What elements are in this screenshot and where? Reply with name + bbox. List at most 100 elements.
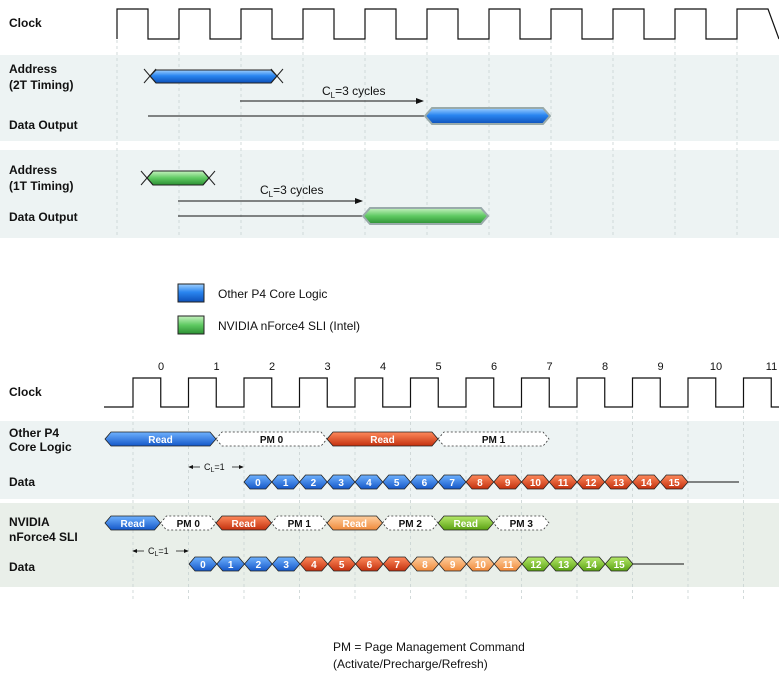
cycle-number: 9	[657, 361, 663, 373]
p4-data-burst: 11	[548, 474, 578, 490]
legend-label-nvidia: NVIDIA nForce4 SLI (Intel)	[218, 319, 360, 333]
p4-data-burst-label: 12	[585, 478, 597, 489]
nvidia-data-burst-label: 6	[367, 560, 373, 571]
nvidia-data-burst-label: 9	[450, 560, 456, 571]
nvidia-data-burst-label: 12	[530, 560, 542, 571]
p4-data-burst: 7	[437, 474, 467, 490]
nvidia-label-line2: nForce4 SLI	[9, 530, 78, 544]
nvidia-data-burst-label: 14	[586, 560, 598, 571]
nvidia-data-burst: 10	[465, 556, 495, 572]
nvidia-read-command-label: Read	[343, 519, 367, 530]
p4-data-burst-label: 11	[558, 478, 569, 489]
p4-latency-bg	[200, 461, 232, 473]
cycle-number: 11	[766, 361, 777, 373]
nvidia-data-burst: 14	[576, 556, 606, 572]
nvidia-data-burst-label: 5	[339, 560, 345, 571]
nvidia-pm-command-label: PM 3	[510, 519, 534, 530]
nvidia-data-burst-label: 4	[311, 560, 317, 571]
nvidia-data-burst-label: 2	[256, 560, 262, 571]
p4-data-burst: 10	[520, 474, 550, 490]
cycle-number: 5	[435, 361, 441, 373]
p4-data-burst: 3	[326, 474, 356, 490]
p4-data-burst: 9	[493, 474, 523, 490]
nvidia-pm-command: PM 1	[270, 515, 328, 531]
cycle-number: 6	[491, 361, 497, 373]
p4-read-command-label: Read	[148, 435, 172, 446]
p4-data-burst-label: 10	[530, 478, 542, 489]
latency-1t-label: CL=3 cycles	[260, 183, 323, 199]
nvidia-pm-command-shape	[492, 515, 550, 531]
nvidia-read-command-label: Read	[232, 519, 256, 530]
address-2t-label-line2: (2T Timing)	[9, 78, 73, 92]
nvidia-data-burst: 13	[549, 556, 579, 572]
nvidia-data-burst: 12	[521, 556, 551, 572]
p4-read-command: Read	[104, 431, 217, 447]
p4-data-burst: 0	[243, 474, 273, 490]
p4-pm-command: PM 0	[215, 431, 328, 447]
nvidia-read-command-label: Read	[121, 519, 145, 530]
p4-data-burst: 15	[659, 474, 689, 490]
nvidia-data-burst: 11	[493, 556, 523, 572]
nvidia-data-burst-label: 3	[283, 560, 289, 571]
cycle-number: 4	[380, 361, 386, 373]
nvidia-data-burst-label: 11	[503, 560, 514, 571]
nvidia-data-burst: 4	[299, 556, 329, 572]
p4-data-burst: 13	[604, 474, 634, 490]
p4-data-burst: 1	[271, 474, 301, 490]
nvidia-read-command: Read	[326, 515, 384, 531]
p4-pm-command-shape	[437, 431, 550, 447]
nvidia-data-label: Data	[9, 560, 35, 574]
data-output-2t-bar	[423, 107, 552, 125]
p4-data-burst: 8	[465, 474, 495, 490]
address-2t-x-left	[143, 68, 157, 84]
nvidia-data-burst: 3	[271, 556, 301, 572]
p4-data-burst-label: 3	[338, 478, 344, 489]
nvidia-read-command: Read	[215, 515, 273, 531]
nvidia-pm-command-label: PM 2	[399, 519, 423, 530]
top-clock-label: Clock	[9, 16, 42, 30]
nvidia-pm-command: PM 2	[381, 515, 439, 531]
p4-label-line2: Core Logic	[9, 440, 72, 454]
footnote-line1: PM = Page Management Command	[333, 640, 525, 654]
p4-data-burst: 5	[382, 474, 412, 490]
band-2t	[0, 55, 779, 141]
cycle-number: 3	[324, 361, 330, 373]
nvidia-data-burst: 6	[354, 556, 384, 572]
address-1t-label-line2: (1T Timing)	[9, 179, 73, 193]
p4-data-burst-label: 9	[505, 478, 511, 489]
address-1t-x-right	[202, 170, 216, 186]
nvidia-read-command: Read	[104, 515, 162, 531]
p4-data-burst-label: 14	[641, 478, 653, 489]
p4-data-burst-label: 1	[283, 478, 289, 489]
p4-pm-command: PM 1	[437, 431, 550, 447]
nvidia-pm-command-label: PM 0	[177, 519, 201, 530]
nvidia-data-burst-label: 13	[558, 560, 570, 571]
nvidia-data-burst: 0	[188, 556, 218, 572]
nvidia-data-burst-label: 8	[422, 560, 428, 571]
data-output-1t-bar	[361, 207, 490, 225]
legend-label-p4: Other P4 Core Logic	[218, 287, 327, 301]
p4-data-burst-label: 13	[613, 478, 625, 489]
p4-data-burst: 4	[354, 474, 384, 490]
footnote-line2: (Activate/Precharge/Refresh)	[333, 657, 488, 671]
nvidia-data-burst-label: 1	[228, 560, 234, 571]
p4-pm-command-label: PM 1	[482, 435, 506, 446]
nvidia-command-row: Read PM 0 Read PM 1 Read PM 2 Read PM 3	[104, 515, 550, 531]
nvidia-data-burst: 7	[382, 556, 412, 572]
nvidia-read-command-label: Read	[454, 519, 478, 530]
legend-swatch-nvidia	[177, 315, 205, 335]
nvidia-data-burst: 8	[410, 556, 440, 572]
address-1t-x-left	[140, 170, 154, 186]
nvidia-pm-command: PM 0	[159, 515, 217, 531]
nvidia-data-burst: 1	[216, 556, 246, 572]
data-output-1t-label: Data Output	[9, 210, 78, 224]
p4-data-burst-label: 2	[311, 478, 317, 489]
p4-data-burst-label: 7	[449, 478, 455, 489]
bottom-clock-label: Clock	[9, 385, 42, 399]
p4-data-burst: 12	[576, 474, 606, 490]
latency-2t-label: CL=3 cycles	[322, 84, 385, 100]
p4-read-command-label: Read	[370, 435, 394, 446]
address-1t-bar	[146, 170, 210, 186]
